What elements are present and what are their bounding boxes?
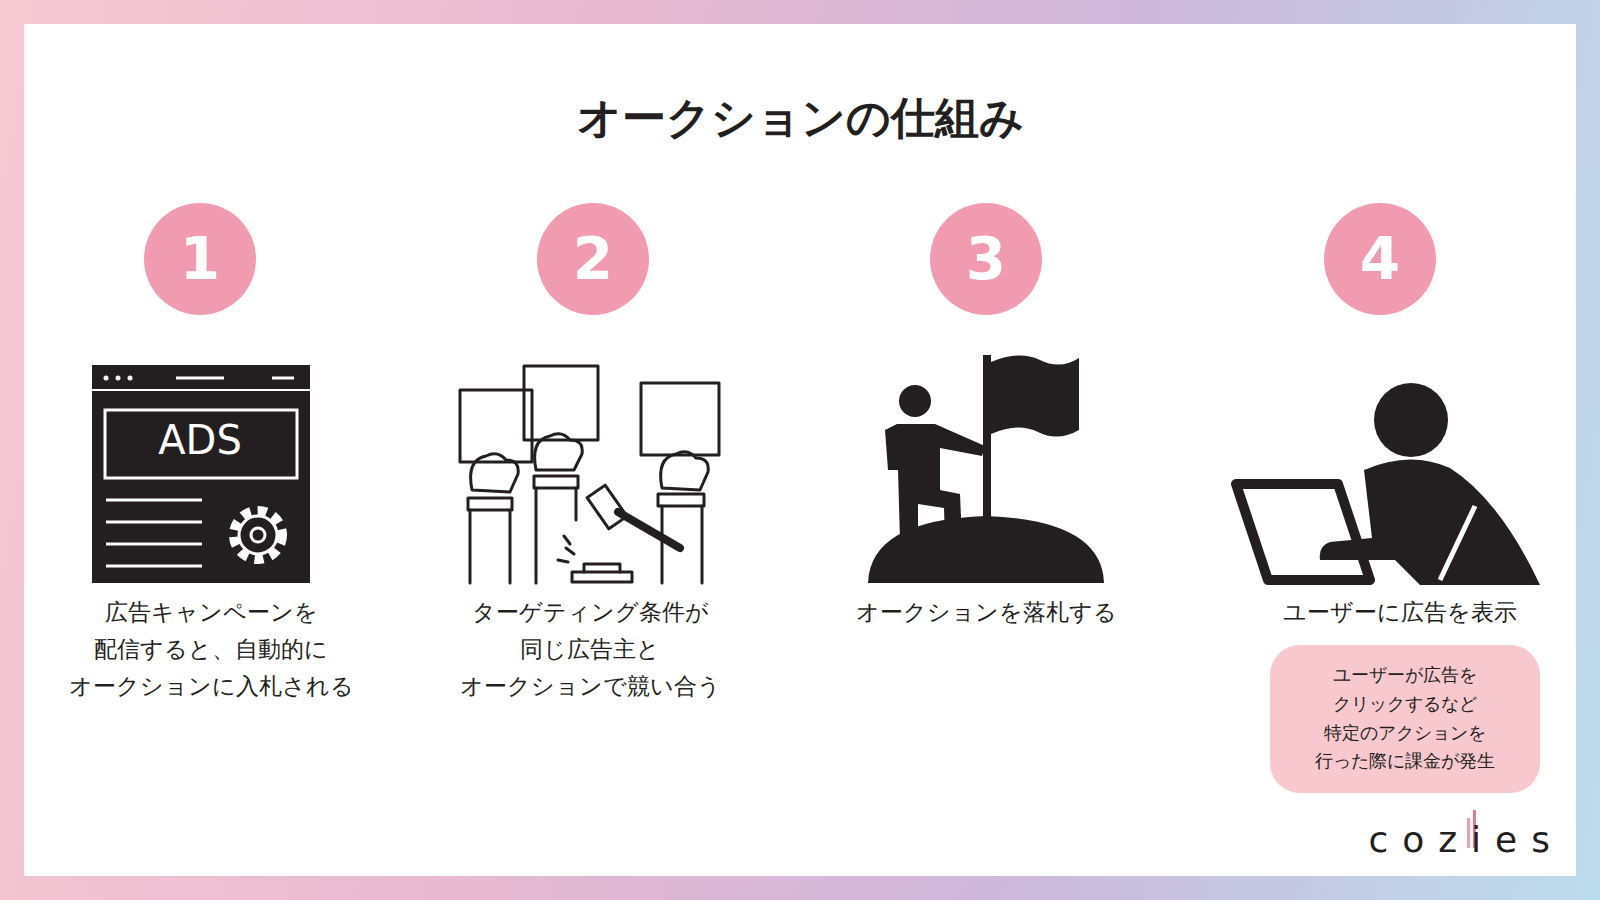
user-laptop-icon-part <box>1236 484 1370 580</box>
flag-summit-icon-part <box>885 424 985 540</box>
ads-window-icon-part <box>239 516 277 554</box>
step-number-circle: 4 <box>1324 203 1436 315</box>
flag-summit-icon-part <box>899 385 931 417</box>
step-caption: ターゲティング条件が 同じ広告主と オークションで競い合う <box>425 594 755 704</box>
bidding-hands-icon-part <box>535 488 538 583</box>
bidding-hands-icon-part <box>535 434 583 470</box>
bidding-hands-icon-part <box>460 390 532 462</box>
bidding-hands-icon-part <box>587 485 627 529</box>
ads-window-icon-part <box>251 528 265 542</box>
flag-summit-icon <box>868 355 1104 583</box>
logo-text: cozies <box>1344 818 1564 861</box>
bidding-hands-icon-part <box>471 454 519 492</box>
bidding-hands-icon-part <box>534 476 578 488</box>
diagram-title: オークションの仕組み <box>0 92 1600 145</box>
bidding-hands-icon-part <box>558 560 568 562</box>
bidding-hands-icon-part <box>584 564 620 572</box>
ads-window-icon-part <box>176 377 224 380</box>
ads-window-icon-part <box>128 376 133 381</box>
bidding-hands-icon-part <box>572 572 632 582</box>
bidding-hands-icon-part <box>469 510 472 583</box>
step-number-circle: 3 <box>930 203 1042 315</box>
bidding-hands-icon-part <box>575 488 578 520</box>
ads-window-icon-part <box>272 377 294 380</box>
bidding-hands-icon-part <box>509 510 512 583</box>
step-number: 1 <box>180 230 220 288</box>
step-number-circle: 1 <box>144 203 256 315</box>
ads-window-icon-part <box>106 565 202 568</box>
flag-summit-icon-part <box>983 355 991 530</box>
bidding-hands-icon-part <box>701 506 704 583</box>
bidding-hands-icon-part <box>618 512 680 548</box>
ads-window-icon-part <box>92 389 310 391</box>
step-number-circle: 2 <box>537 203 649 315</box>
bidding-hands-icon-part <box>564 536 570 544</box>
bidding-hands-icon-part <box>524 366 598 440</box>
ads-window-icon-part <box>106 521 202 524</box>
ads-window-icon-part <box>106 499 202 502</box>
ads-window-icon-part <box>105 410 297 478</box>
ads-window-icon-part <box>104 376 109 381</box>
billing-note-box: ユーザーが広告を クリックするなど 特定のアクションを 行った際に課金が発生 <box>1270 645 1540 793</box>
bidding-hands-icon-part <box>468 498 512 510</box>
ads-window-icon <box>92 365 310 583</box>
ads-window-icon-part <box>92 365 310 583</box>
ads-window-icon-part <box>106 543 202 546</box>
bidding-hands-icon-part <box>661 506 664 583</box>
user-laptop-icon-part <box>1374 383 1448 457</box>
step-caption: ユーザーに広告を表示 <box>1230 594 1570 631</box>
bidding-hands-icon <box>460 366 719 583</box>
ads-window-icon-part <box>116 376 121 381</box>
bidding-hands-icon-part <box>641 383 719 455</box>
step-number: 2 <box>573 230 613 288</box>
ads-window-icon-part <box>234 511 282 559</box>
step-caption: 広告キャンペーンを 配信すると、自動的に オークションに入札される <box>46 594 376 704</box>
user-laptop-icon <box>1236 383 1540 585</box>
ads-text: ADS <box>105 416 295 464</box>
step-caption: オークションを落札する <box>796 594 1176 631</box>
flag-summit-icon-part <box>991 355 1079 436</box>
bidding-hands-icon-part <box>566 548 574 554</box>
step-number: 4 <box>1360 230 1400 288</box>
note-text: ユーザーが広告を クリックするなど 特定のアクションを 行った際に課金が発生 <box>1292 661 1518 776</box>
step-number: 3 <box>966 230 1006 288</box>
bidding-hands-icon-part <box>661 452 709 490</box>
bidding-hands-icon-part <box>658 494 704 506</box>
user-laptop-icon-part <box>1440 506 1475 580</box>
